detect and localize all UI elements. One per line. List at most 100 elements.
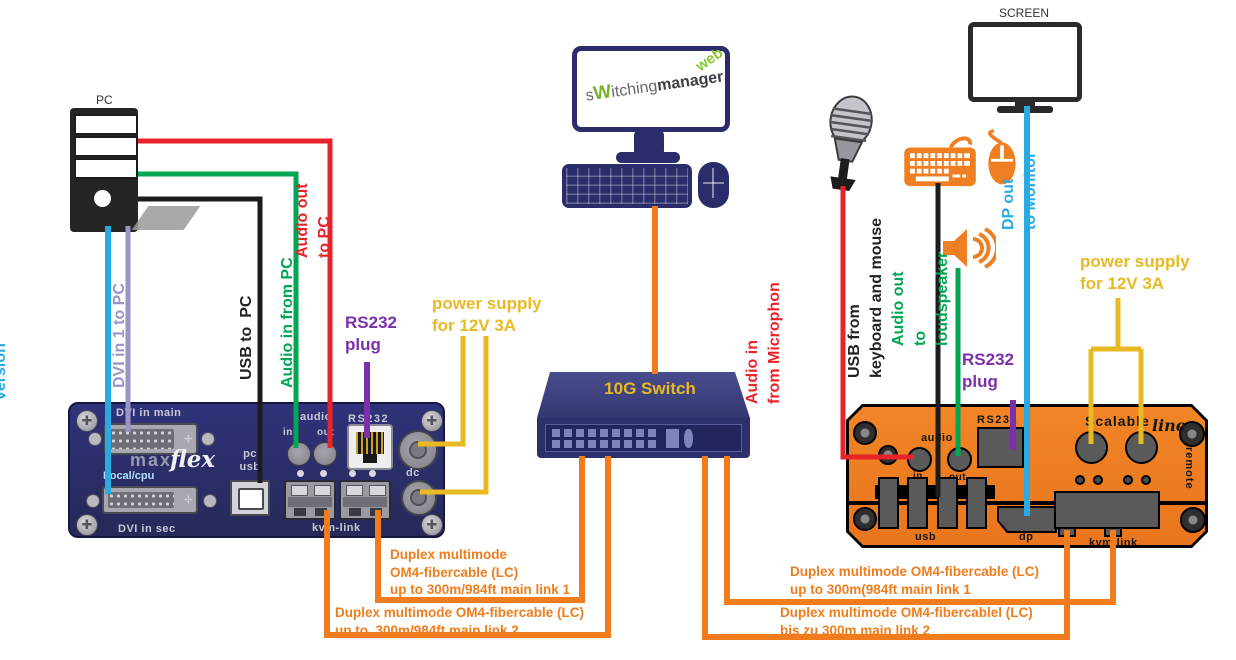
hex-nut-icon bbox=[86, 494, 100, 508]
hex-nut-icon bbox=[203, 494, 217, 508]
usb-label: usb bbox=[915, 531, 937, 543]
kvm-notch bbox=[1104, 527, 1122, 537]
screen-stand bbox=[1015, 100, 1035, 108]
label-usb-to-pc: USB to PC bbox=[238, 295, 255, 380]
kvm-link-port-2 bbox=[339, 480, 391, 520]
remote-device-face: audio in out RS232 usb dp Scalable line bbox=[849, 407, 1205, 545]
brand-line: line bbox=[1152, 416, 1186, 435]
label-dp-out: DP out to Monitor bbox=[1000, 151, 1039, 230]
dp-port bbox=[999, 508, 1055, 531]
screw-icon: ✚ bbox=[76, 514, 98, 536]
audio-out-jack bbox=[313, 442, 337, 466]
kvm-notch bbox=[1058, 527, 1076, 537]
label-rs232-plug-right: RS232 plug bbox=[962, 350, 1014, 391]
usb-b-inner bbox=[238, 488, 264, 510]
label-audio-out-to-pc: Audio out to PC bbox=[294, 183, 333, 258]
keyboard-icon bbox=[904, 136, 976, 187]
led-icon bbox=[297, 470, 304, 477]
manager-monitor: sWitchingmanager web bbox=[572, 44, 730, 132]
switch-label: 10G Switch bbox=[604, 379, 696, 398]
rj45-tab bbox=[363, 454, 377, 463]
pc-shadow bbox=[131, 206, 201, 230]
label-audio-out-speaker: Audio out to loudspeaker bbox=[890, 251, 951, 346]
lc-tab bbox=[369, 485, 386, 496]
audio-out-label: out bbox=[317, 427, 335, 438]
dp-port-outline bbox=[997, 506, 1057, 533]
rs232-port bbox=[977, 427, 1024, 468]
screen-monitor bbox=[968, 22, 1082, 102]
local-cpu-label: Local/cpu bbox=[103, 470, 155, 482]
kvm-link-port-1 bbox=[284, 480, 336, 520]
switch-uplink-port bbox=[666, 429, 679, 448]
dvi-pins bbox=[110, 429, 174, 449]
led-icon bbox=[1141, 475, 1151, 485]
label-power-left: power supply for 12V 3A bbox=[432, 294, 542, 335]
lc-notch bbox=[370, 508, 382, 516]
label-dvi1: DVI in 1 to PC bbox=[111, 283, 128, 388]
audio-in-jack bbox=[287, 442, 311, 466]
manager-keyboard bbox=[562, 164, 692, 208]
led-icon bbox=[369, 470, 376, 477]
led-icon bbox=[349, 470, 356, 477]
manager-mouse-line bbox=[703, 182, 724, 184]
manager-mouse-line bbox=[712, 168, 714, 198]
screen-label: SCREEN bbox=[999, 6, 1050, 20]
switch-ports-row bbox=[552, 429, 658, 437]
screen-base bbox=[997, 106, 1053, 113]
microphone-icon bbox=[829, 95, 873, 191]
dvi-pins bbox=[108, 492, 174, 508]
manager-mouse bbox=[698, 162, 729, 208]
lc-notch bbox=[315, 508, 327, 516]
dvi-slot: ✛ bbox=[183, 433, 193, 446]
pc-power-button bbox=[94, 190, 111, 207]
manager-monitor-base bbox=[616, 152, 680, 163]
screw-icon: ✚ bbox=[76, 410, 98, 432]
audio-label: audio bbox=[921, 432, 953, 444]
usb-port bbox=[907, 477, 928, 529]
audio-out-jack bbox=[947, 447, 972, 472]
usb-b-port bbox=[230, 480, 270, 516]
hex-nut-icon bbox=[201, 432, 215, 446]
lc-tab bbox=[346, 485, 363, 496]
dc-jack-1 bbox=[1075, 431, 1108, 464]
manager-keyboard-keys bbox=[566, 168, 688, 204]
lc-mid bbox=[288, 497, 332, 507]
led-icon bbox=[1075, 475, 1085, 485]
switch-button bbox=[684, 429, 693, 448]
manager-logo: sWitchingmanager web bbox=[584, 44, 727, 106]
audio-label: audio bbox=[300, 411, 332, 423]
usb-port bbox=[878, 477, 899, 529]
dc-pin bbox=[409, 441, 427, 459]
pc-tower bbox=[70, 108, 138, 232]
lc-notch bbox=[349, 508, 361, 516]
label-fiber-right-2: Duplex multimode OM4-fibercablel (LC) bi… bbox=[780, 605, 1033, 638]
switch-top bbox=[537, 372, 750, 418]
kvm-link-port bbox=[1054, 491, 1160, 529]
audio-in-jack bbox=[907, 447, 932, 472]
led-icon bbox=[1093, 475, 1103, 485]
lc-tab bbox=[291, 485, 308, 496]
brand-max: max bbox=[130, 450, 173, 470]
label-dvi2: DVI in 2 to PC DVI in 2 from PC - not in… bbox=[0, 343, 9, 400]
usb-port bbox=[966, 477, 987, 529]
remote-label: remote bbox=[1183, 447, 1195, 490]
manager-monitor-stand bbox=[634, 130, 664, 156]
mount-hole-icon bbox=[878, 445, 898, 465]
dc-jack-2 bbox=[1125, 431, 1158, 464]
pc-drive-bay bbox=[74, 114, 138, 135]
label-fiber-left-1: Duplex multimode OM4-fibercable (LC) up … bbox=[390, 547, 571, 597]
screw-icon: ✚ bbox=[421, 410, 443, 432]
label-audio-in-mic: Audio in from Microphon bbox=[744, 282, 783, 404]
dvi-slot: ✛ bbox=[183, 494, 193, 507]
speaker-icon bbox=[943, 227, 996, 269]
dc-pin bbox=[410, 489, 427, 506]
pc-label: PC bbox=[96, 93, 113, 107]
logo-manager: manager bbox=[656, 68, 725, 95]
logo-itching: itching bbox=[610, 77, 659, 102]
lc-tab bbox=[314, 485, 331, 496]
pc-usb-label: pc usb bbox=[239, 448, 261, 473]
kvm-link-label: kvm-link bbox=[1089, 537, 1138, 549]
label-power-right: power supply for 12V 3A bbox=[1080, 252, 1190, 293]
rs232-rj45-port bbox=[347, 424, 393, 470]
